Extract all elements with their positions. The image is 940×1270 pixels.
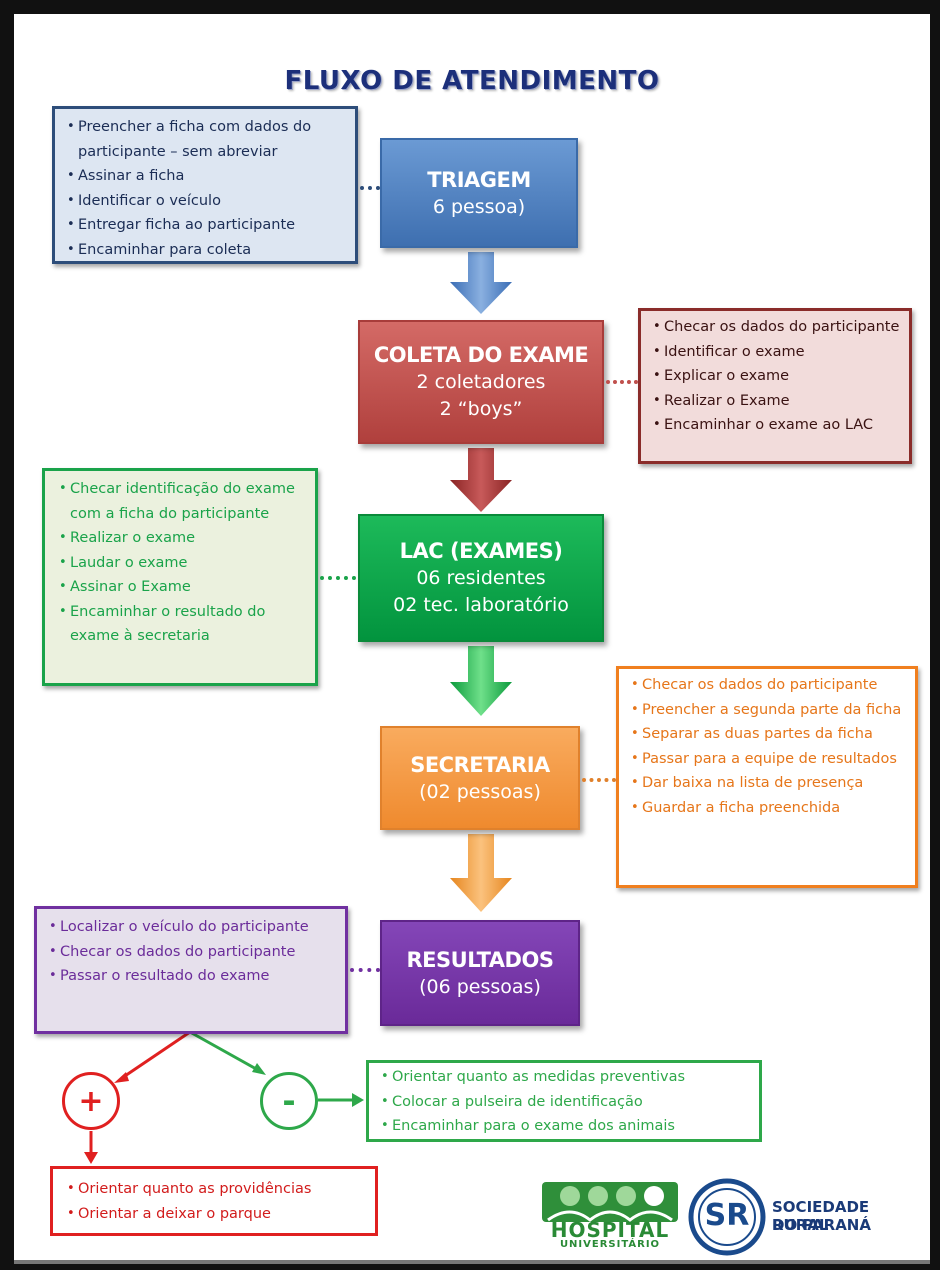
list-item: Realizar o Exame	[651, 389, 903, 414]
list-item: Orientar a deixar o parque	[65, 1202, 369, 1227]
list-item: Dar baixa na lista de presença	[629, 771, 909, 796]
list-item: Assinar o Exame	[57, 575, 309, 600]
list-item: Orientar quanto as medidas preventivas	[379, 1065, 753, 1090]
stage-name: SECRETARIA	[410, 752, 550, 777]
stage-name: TRIAGEM	[427, 167, 531, 192]
lac-tasks-box: Checar identificação do exame com a fich…	[42, 468, 318, 686]
branch-arrowhead-positive	[114, 1072, 129, 1083]
list-item: Entregar ficha ao participante	[65, 213, 347, 238]
triagem-tasks-box: Preencher a ficha com dados do participa…	[52, 106, 358, 264]
sociedade-rural-emblem-mark: SR	[704, 1198, 750, 1233]
lac-tasks-list: Checar identificação do exame com a fich…	[57, 477, 309, 649]
branch-arrowhead-negative	[252, 1063, 266, 1075]
list-item: Identificar o veículo	[65, 189, 347, 214]
stage-name: COLETA DO EXAME	[373, 343, 589, 367]
list-item: Explicar o exame	[651, 364, 903, 389]
stage-detail: 02 tec. laboratório	[393, 594, 569, 616]
sociedade-rural-emblem: SR	[688, 1178, 766, 1256]
positive-actions-box: Orientar quanto as providências Orientar…	[50, 1166, 378, 1236]
arrowhead-positive-actions	[84, 1152, 98, 1164]
list-item: Laudar o exame	[57, 551, 309, 576]
coleta-connector-dots	[606, 380, 638, 384]
arrow-secretaria-to-resultados	[450, 834, 512, 912]
list-item: Encaminhar o resultado do exame à secret…	[57, 600, 309, 649]
arrowhead-negative-actions	[352, 1093, 364, 1107]
list-item: Assinar a ficha	[65, 164, 347, 189]
page-title: FLUXO DE ATENDIMENTO	[284, 66, 660, 96]
negative-symbol: -	[282, 1082, 296, 1120]
triagem-connector-dots	[360, 186, 380, 190]
list-item: Orientar quanto as providências	[65, 1177, 369, 1202]
hospital-logo-subtext: UNIVERSITÁRIO	[559, 1239, 661, 1250]
list-item: Passar o resultado do exame	[47, 964, 339, 989]
list-item: Checar os dados do participante	[629, 673, 909, 698]
list-item: Encaminhar para coleta	[65, 238, 347, 263]
secretaria-tasks-list: Checar os dados do participante Preenche…	[629, 673, 909, 820]
list-item: Checar identificação do exame com a fich…	[57, 477, 309, 526]
list-item: Preencher a ficha com dados do participa…	[65, 115, 347, 164]
resultados-tasks-list: Localizar o veículo do participante Chec…	[47, 915, 339, 989]
positive-actions-list: Orientar quanto as providências Orientar…	[65, 1177, 369, 1226]
stage-secretaria: SECRETARIA (02 pessoas)	[380, 726, 580, 830]
resultados-connector-dots	[350, 968, 380, 972]
secretaria-tasks-box: Checar os dados do participante Preenche…	[616, 666, 918, 888]
negative-actions-box: Orientar quanto as medidas preventivas C…	[366, 1060, 762, 1142]
list-item: Guardar a ficha preenchida	[629, 796, 909, 821]
stage-coleta: COLETA DO EXAME 2 coletadores 2 “boys”	[358, 320, 604, 444]
list-item: Realizar o exame	[57, 526, 309, 551]
stage-detail: 6 pessoa)	[432, 195, 526, 218]
negative-actions-list: Orientar quanto as medidas preventivas C…	[379, 1065, 753, 1139]
coleta-tasks-list: Checar os dados do participante Identifi…	[651, 315, 903, 438]
list-item: Localizar o veículo do participante	[47, 915, 339, 940]
negative-result-icon: -	[260, 1072, 318, 1130]
connector-layer	[84, 252, 512, 1164]
sociedade-rural-name-line2: DO PARANÁ	[772, 1216, 871, 1234]
stage-name: LAC (EXAMES)	[399, 539, 563, 563]
list-item: Checar os dados do participante	[651, 315, 903, 340]
branch-line-negative	[189, 1030, 259, 1072]
stage-detail: 06 residentes	[416, 567, 546, 589]
list-item: Encaminhar para o exame dos animais	[379, 1114, 753, 1139]
hospital-universitario-logo: HOSPITAL UNIVERSITÁRIO	[540, 1180, 680, 1252]
stage-detail: (06 pessoas)	[419, 975, 541, 998]
resultados-tasks-box: Localizar o veículo do participante Chec…	[34, 906, 348, 1034]
stage-resultados: RESULTADOS (06 pessoas)	[380, 920, 580, 1026]
positive-symbol: +	[78, 1083, 104, 1119]
arrow-triagem-to-coleta	[450, 252, 512, 314]
list-item: Colocar a pulseira de identificação	[379, 1090, 753, 1115]
sociedade-rural-name-line1: SOCIEDADE RURAL	[772, 1198, 870, 1234]
list-item: Separar as duas partes da ficha	[629, 722, 909, 747]
sociedade-rural-emblem-graphic	[688, 1178, 766, 1256]
triagem-tasks-list: Preencher a ficha com dados do participa…	[65, 115, 347, 262]
stage-name: RESULTADOS	[406, 947, 554, 972]
flowchart-page: FLUXO DE ATENDIMENTO Preencher a ficha c…	[14, 14, 930, 1264]
stage-detail: 2 “boys”	[439, 398, 523, 420]
stage-detail: (02 pessoas)	[419, 780, 541, 803]
branch-line-positive	[121, 1030, 191, 1080]
list-item: Preencher a segunda parte da ficha	[629, 698, 909, 723]
stage-lac: LAC (EXAMES) 06 residentes 02 tec. labor…	[358, 514, 604, 642]
hospital-logo-graphic	[542, 1182, 678, 1222]
arrow-coleta-to-lac	[450, 448, 512, 512]
stage-triagem: TRIAGEM 6 pessoa)	[380, 138, 578, 248]
list-item: Checar os dados do participante	[47, 940, 339, 965]
list-item: Identificar o exame	[651, 340, 903, 365]
list-item: Passar para a equipe de resultados	[629, 747, 909, 772]
arrow-lac-to-secretaria	[450, 646, 512, 716]
coleta-tasks-box: Checar os dados do participante Identifi…	[638, 308, 912, 464]
secretaria-connector-dots	[582, 778, 616, 782]
hospital-logo-text: HOSPITAL	[550, 1218, 670, 1242]
lac-connector-dots	[320, 576, 356, 580]
list-item: Encaminhar o exame ao LAC	[651, 413, 903, 438]
stage-detail: 2 coletadores	[416, 371, 546, 393]
positive-result-icon: +	[62, 1072, 120, 1130]
